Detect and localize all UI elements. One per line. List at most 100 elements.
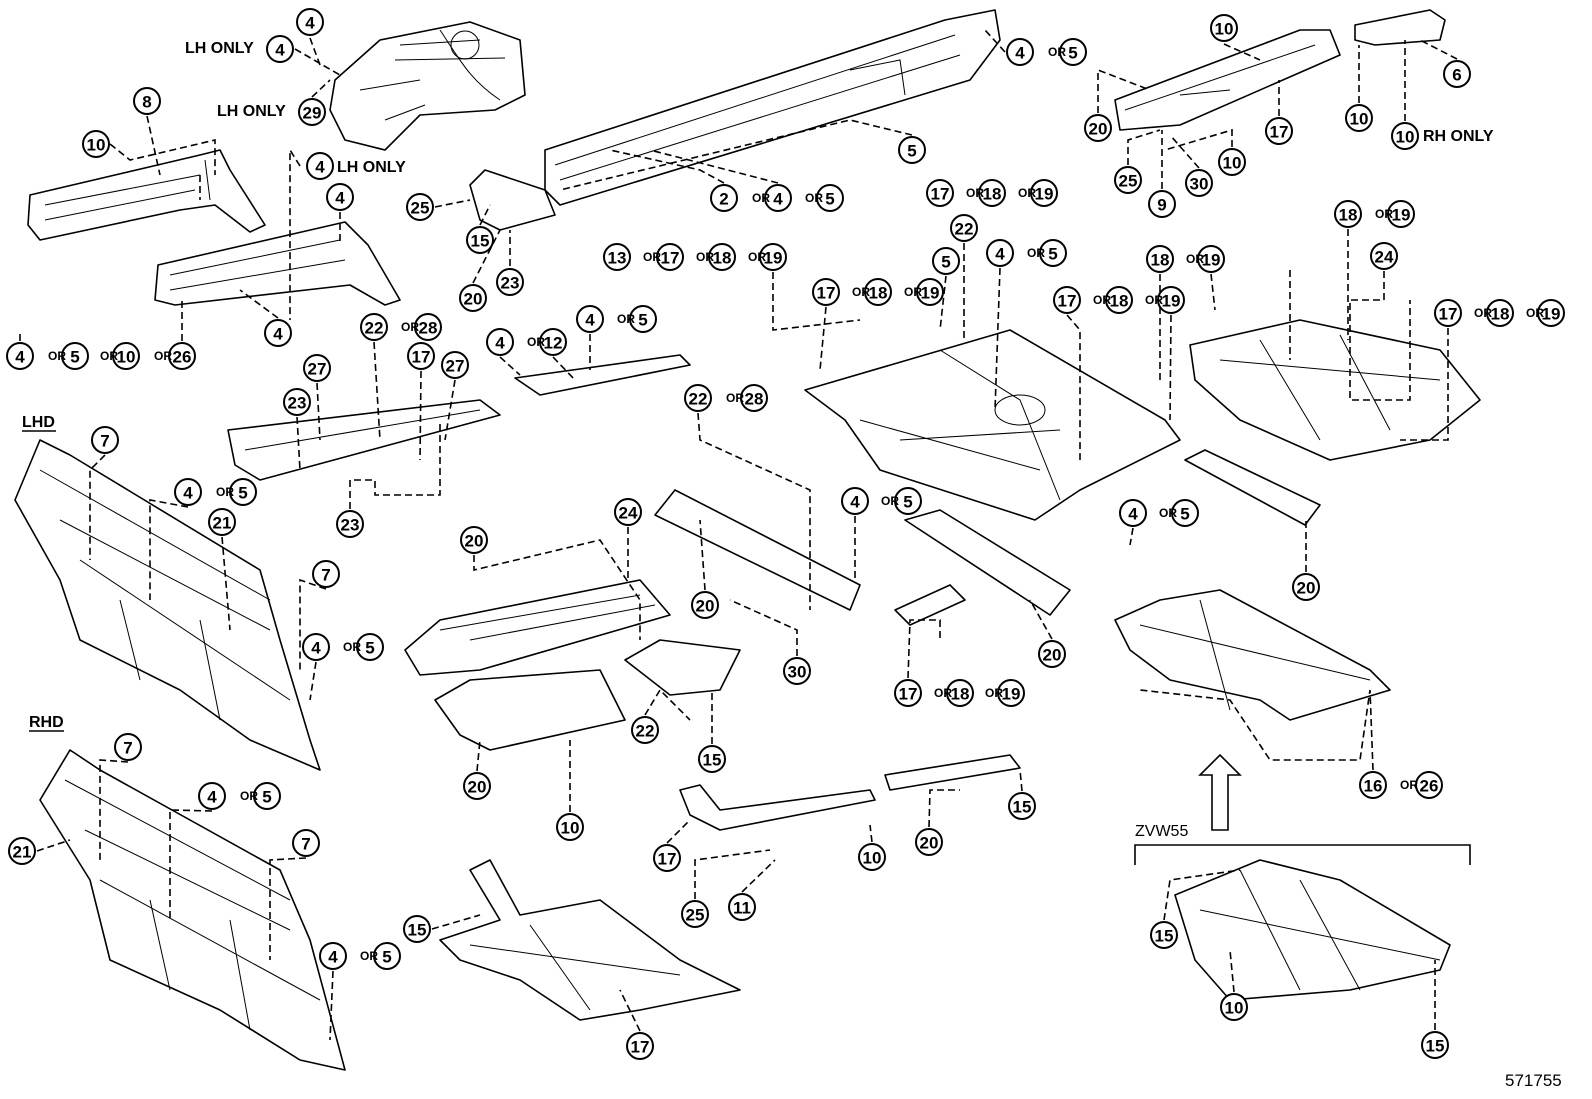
part-number-callout: 18: [1105, 286, 1133, 314]
callout-number: 21: [213, 514, 232, 533]
part-number-callout: 17: [407, 342, 435, 370]
part-number-callout: 17: [894, 679, 922, 707]
callout-number: 5: [238, 484, 247, 503]
part-number-callout: 17: [812, 278, 840, 306]
callout-number: 4: [183, 484, 193, 503]
callout-circle: [312, 560, 340, 588]
part-number-callout: 22: [631, 716, 659, 744]
callout-number: 4: [305, 14, 315, 33]
callout-number: 24: [1375, 248, 1394, 267]
callout-circle: [858, 843, 886, 871]
callout-number: 5: [941, 253, 950, 272]
part-number-callout: 27: [303, 354, 331, 382]
part-number-callout: 15: [698, 745, 726, 773]
part-number-callout: 5: [356, 633, 384, 661]
part-number-callout: 10: [1220, 993, 1248, 1021]
callout-circle: [1292, 573, 1320, 601]
part-number-callout: 5: [898, 136, 926, 164]
callout-number: 10: [1223, 154, 1242, 173]
part-number-callout: 25: [406, 193, 434, 221]
callout-number: 25: [1119, 172, 1138, 191]
part-number-callout: 17: [653, 844, 681, 872]
or-connector-label: OR: [154, 349, 172, 363]
callout-number: 17: [658, 850, 677, 869]
or-connector-label: OR: [966, 186, 984, 200]
part-number-callout: 24: [1370, 242, 1398, 270]
callout-circle: [812, 278, 840, 306]
part-number-callout: 4: [296, 8, 324, 36]
callout-number: 18: [951, 685, 970, 704]
callout-number: 4: [328, 948, 338, 967]
part-number-callout: 17: [1434, 299, 1462, 327]
callout-number: 19: [764, 249, 783, 268]
callout-circle: [459, 284, 487, 312]
callout-number: 20: [1043, 646, 1062, 665]
or-connector-label: OR: [748, 250, 766, 264]
part-number-callout: 4: [986, 239, 1014, 267]
part-number-callout: 29: [298, 98, 326, 126]
callout-circle: [1038, 640, 1066, 668]
or-connector-label: OR: [985, 686, 1003, 700]
callout-circle: [1084, 114, 1112, 142]
front-suspension-member-part: [439, 859, 741, 1021]
callout-circle: [1185, 169, 1213, 197]
callout-circle: [326, 183, 354, 211]
part-number-callout: 19: [1197, 245, 1225, 273]
callout-circle: [915, 828, 943, 856]
callout-number: 10: [1350, 110, 1369, 129]
callout-circle: [916, 278, 944, 306]
dash-crossmember-part: [514, 354, 691, 396]
callout-number: 20: [696, 597, 715, 616]
callout-number: 4: [495, 334, 505, 353]
callout-circle: [1197, 245, 1225, 273]
rocker-panel-part: [544, 9, 1001, 206]
callout-circle: [1150, 921, 1178, 949]
part-number-callout: 15: [403, 915, 431, 943]
part-number-callout: 5: [1171, 499, 1199, 527]
or-connector-label: OR: [643, 250, 661, 264]
callout-number: 29: [303, 104, 322, 123]
callout-number: 18: [869, 284, 888, 303]
lh-only-label-side: LH ONLY: [337, 159, 406, 176]
callout-circle: [691, 591, 719, 619]
callout-number: 27: [308, 360, 327, 379]
part-number-callout: 19: [1157, 286, 1185, 314]
or-connector-label: OR: [904, 285, 922, 299]
part-number-callout: 30: [1185, 169, 1213, 197]
part-number-callout: 18: [1146, 245, 1174, 273]
callout-circle: [1443, 60, 1471, 88]
part-number-callout: 2: [710, 184, 738, 212]
callout-number: 10: [1215, 20, 1234, 39]
callout-circle: [950, 214, 978, 242]
part-number-callout: 15: [1008, 792, 1036, 820]
callout-circle: [946, 679, 974, 707]
callout-circle: [319, 942, 347, 970]
callout-circle: [708, 243, 736, 271]
part-number-callout: 18: [1334, 200, 1362, 228]
part-number-callout: 17: [1053, 286, 1081, 314]
front-apron-part: [329, 21, 526, 151]
part-number-callout: 19: [1537, 299, 1565, 327]
part-number-callout: 5: [932, 247, 960, 275]
callout-circle: [603, 243, 631, 271]
part-number-callout: 10: [858, 843, 886, 871]
callout-number: 15: [471, 232, 490, 251]
part-number-callout: 10: [1391, 122, 1419, 150]
callout-number: 18: [1491, 305, 1510, 324]
callout-number: 4: [273, 325, 283, 344]
part-number-callout: 15: [466, 226, 494, 254]
part-number-callout: 12: [539, 328, 567, 356]
part-number-callout: 4: [266, 35, 294, 63]
callout-circle: [894, 679, 922, 707]
callout-number: 7: [100, 432, 109, 451]
callout-circle: [414, 313, 442, 341]
callout-circle: [728, 893, 756, 921]
part-number-callout: 5: [629, 305, 657, 333]
part-number-callout: 9: [1148, 190, 1176, 218]
part-number-callout: 5: [229, 478, 257, 506]
callout-circle: [539, 328, 567, 356]
part-number-callout: 19: [997, 679, 1025, 707]
part-number-callout: 25: [1114, 166, 1142, 194]
callout-number: 25: [686, 906, 705, 925]
